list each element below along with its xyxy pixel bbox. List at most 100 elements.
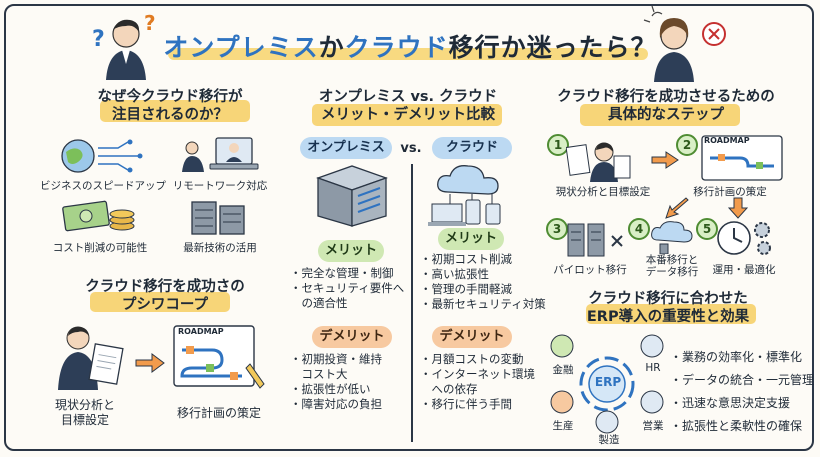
onprem-merit-2: ・セキュリティ要件へ xyxy=(290,281,405,295)
cloud-demerit-3: への依存 xyxy=(420,382,478,396)
onprem-demerit-3: ・拡張性が低い xyxy=(290,382,371,396)
erp-hub-diagram xyxy=(550,334,664,434)
analysis-man-icon xyxy=(566,142,631,182)
title-question: 移行か迷ったら？ xyxy=(448,33,657,62)
onprem-merit-1: ・完全な管理・制御 xyxy=(290,266,394,280)
cloud-merit-pill: メリット xyxy=(438,228,504,250)
title-or: か xyxy=(318,33,345,62)
cloud-merits-list: ・初期コスト削減 ・高い拡張性 ・管理の手間軽減 ・最新セキュリティ対策 xyxy=(420,252,546,312)
erp-title-line1: クラウド移行に合わせた xyxy=(588,291,748,307)
step-3-label: パイロット移行 xyxy=(553,264,627,276)
cloud-demerit-2: ・インターネット環境 xyxy=(420,367,535,381)
server-rack-icon xyxy=(191,201,245,235)
svg-text:?: ? xyxy=(144,11,156,35)
reason-speed: ビジネスのスピードアップ xyxy=(40,180,166,192)
why-title-highlight xyxy=(100,100,250,122)
step-5-label: 運用・最適化 xyxy=(712,264,776,276)
reason-cost: コスト削減の可能性 xyxy=(52,242,148,254)
compare-title-highlight xyxy=(312,104,502,126)
onprem-merit-3: の適合性 xyxy=(290,296,348,310)
approach-title: クラウド移行を成功さの プシワコープ xyxy=(30,278,300,314)
erp-node-hr: HR xyxy=(645,362,661,374)
onprem-merit-pill: メリット xyxy=(318,240,384,262)
roadmap-board-icon xyxy=(173,325,265,389)
arrow-right-icon xyxy=(135,353,165,373)
step-2-number: 2 xyxy=(676,134,698,156)
steps-title-highlight xyxy=(580,104,740,126)
erp-benefit-2: ・データの統合・一元管理 xyxy=(670,373,815,387)
step-5-number: 5 xyxy=(696,218,718,240)
roadmap-small-icon xyxy=(701,135,783,181)
approach-step-plan: 移行計画の策定 xyxy=(176,406,261,420)
step-1-label: 現状分析と目標設定 xyxy=(555,186,651,198)
title-cloud: クラウド xyxy=(344,33,449,62)
erp-node-production: 生産 xyxy=(552,420,574,432)
erp-title-line2: ERP導入の重要性と効果 xyxy=(586,309,750,325)
onprem-label: オンプレミス xyxy=(300,137,392,159)
step-2-label: 移行計画の策定 xyxy=(693,186,767,198)
cloud-demerit-1: ・月額コストの変動 xyxy=(420,352,524,366)
step-arrow-down-left-icon xyxy=(665,197,689,219)
cloud-merit-2: ・高い拡張性 xyxy=(420,267,489,281)
onprem-demerit-4: ・障害対応の負担 xyxy=(290,397,382,411)
cloud-label: クラウド xyxy=(432,137,512,159)
compare-title-line1: オンプレミス vs. クラウド xyxy=(318,89,498,105)
why-title-line2: 注目されるのか？ xyxy=(112,107,228,123)
businessman-document-icon xyxy=(58,326,124,390)
step-arrow-down-icon xyxy=(728,197,748,219)
erp-node-sales: 営業 xyxy=(642,420,664,432)
why-title: なぜ今クラウド移行が 注目されるのか？ xyxy=(40,88,300,124)
step-4-number: 4 xyxy=(628,218,650,240)
title-highlight xyxy=(168,48,648,60)
datacenter-icon xyxy=(316,165,388,227)
cloud-merit-1: ・初期コスト削減 xyxy=(420,252,512,266)
roadmap-label-right: ROADMAP xyxy=(704,136,750,145)
approach-step-line1: 現状分析と xyxy=(54,398,115,412)
cloud-merit-3: ・管理の手間軽減 xyxy=(420,282,512,296)
steps-title-line1: クラウド移行を成功させるための xyxy=(557,89,775,105)
migration-cloud-icon xyxy=(651,221,693,254)
clock-gear-icon xyxy=(717,221,771,255)
page-title: オンプレミスかクラウド移行か迷ったら？ xyxy=(0,28,820,64)
reason-tech: 最新技術の活用 xyxy=(183,242,257,254)
title-onprem: オンプレミス xyxy=(163,33,319,62)
steps-title-line2: 具体的なステップ xyxy=(608,107,724,123)
onprem-merits-list: ・完全な管理・制御 ・セキュリティ要件へ の適合性 xyxy=(290,266,404,311)
remote-work-icon xyxy=(182,137,259,172)
approach-step-line2: 目標設定 xyxy=(60,413,109,427)
onprem-demerit-1: ・初期投資・維持 xyxy=(290,352,382,366)
approach-title-line1: クラウド移行を成功さの xyxy=(85,279,245,295)
erp-benefit-1: ・業務の効率化・標準化 xyxy=(670,350,803,364)
onprem-demerits-list: ・初期投資・維持 コスト大 ・拡張性が低い ・障害対応の負担 xyxy=(290,352,382,412)
pilot-servers-icon xyxy=(567,223,623,257)
erp-center-label: ERP xyxy=(594,375,622,389)
cloud-devices-icon xyxy=(428,165,501,226)
compare-title-line2: メリット・デメリット比較 xyxy=(321,107,495,123)
approach-title-highlight xyxy=(90,292,230,312)
vs-label: vs. xyxy=(400,141,422,156)
why-title-line1: なぜ今クラウド移行が xyxy=(97,89,243,105)
erp-title-highlight xyxy=(586,304,756,324)
cloud-demerit-pill: デメリット xyxy=(432,326,512,348)
cloud-demerits-list: ・月額コストの変動 ・インターネット環境 への依存 ・移行に伴う手間 xyxy=(420,352,535,412)
reason-remote: リモートワーク対応 xyxy=(172,180,268,192)
step-arrow-right-icon xyxy=(651,151,679,169)
cloud-demerit-4: ・移行に伴う手間 xyxy=(420,397,512,411)
roadmap-label-left: ROADMAP xyxy=(178,327,224,336)
erp-node-finance: 金融 xyxy=(552,364,574,376)
svg-text:?: ? xyxy=(92,27,105,52)
step-1-number: 1 xyxy=(547,134,569,156)
erp-node-manufacturing: 製造 xyxy=(598,434,620,446)
approach-title-line2: プシワコープ xyxy=(121,297,209,313)
erp-benefits-list: ・業務の効率化・標準化 ・データの統合・一元管理 ・迅速な意思決定支援 ・拡張性… xyxy=(670,346,814,438)
step-3-number: 3 xyxy=(546,218,568,240)
thinking-man-icon: ? ? xyxy=(92,11,156,80)
erp-title: クラウド移行に合わせた ERP導入の重要性と効果 xyxy=(536,290,800,326)
erp-benefit-3: ・迅速な意思決定支援 xyxy=(670,396,791,410)
compare-divider xyxy=(411,164,413,442)
cloud-merit-4: ・最新セキュリティ対策 xyxy=(420,297,546,311)
globe-circuit-icon xyxy=(61,139,143,173)
money-icon xyxy=(62,200,135,232)
step-4-label: 本番移行と データ移行 xyxy=(632,254,712,278)
step-4-label-line1: 本番移行と xyxy=(645,254,699,266)
